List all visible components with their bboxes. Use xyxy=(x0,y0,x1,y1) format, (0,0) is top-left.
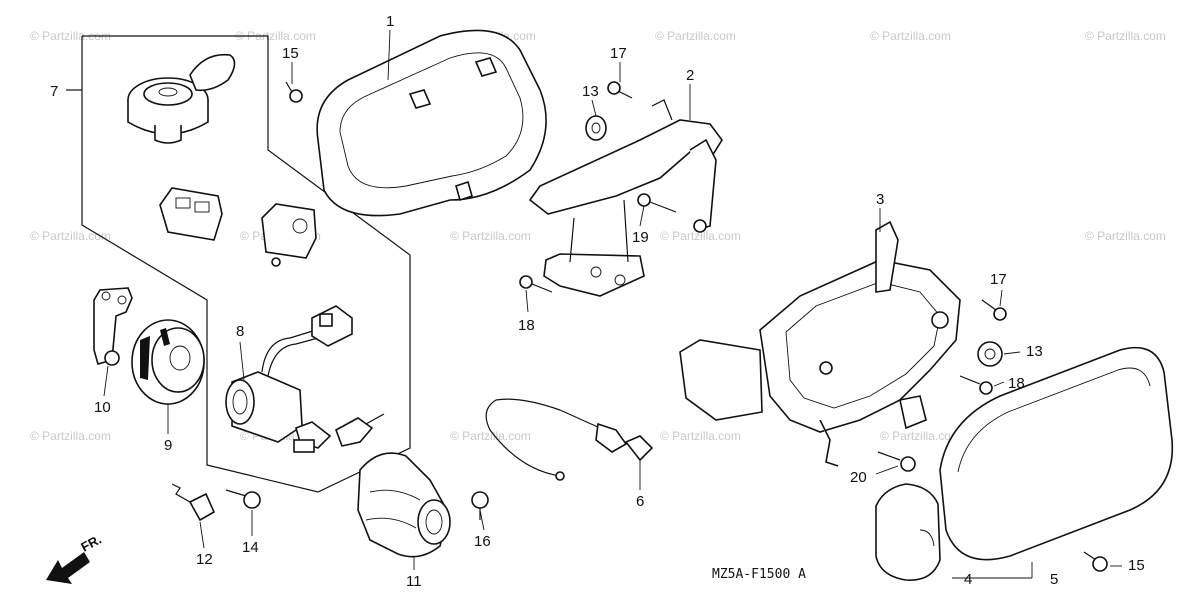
screw-14 xyxy=(225,489,261,509)
callout-19: 19 xyxy=(632,229,649,246)
watermark: © Partzilla.com xyxy=(880,429,961,443)
switch-boot xyxy=(357,452,451,558)
watermark: © Partzilla.com xyxy=(235,29,316,43)
callout-1: 1 xyxy=(386,13,394,30)
watermark: © Partzilla.com xyxy=(30,429,111,443)
seat-lock-cable xyxy=(485,398,654,481)
callout-2: 2 xyxy=(686,67,694,84)
watermark: © Partzilla.com xyxy=(450,229,531,243)
bolt-16 xyxy=(471,491,489,520)
side-cover xyxy=(939,346,1174,561)
callout-13-right: 13 xyxy=(1026,343,1043,360)
inner-cover-bracket xyxy=(679,220,961,467)
bolt-18-right xyxy=(959,375,993,395)
callout-4: 4 xyxy=(964,571,972,588)
seat-lock-assembly xyxy=(225,305,385,453)
watermark: © Partzilla.com xyxy=(30,29,111,43)
key-blank xyxy=(171,483,216,522)
leader-lines xyxy=(103,29,1122,579)
switch-insulator-block xyxy=(159,187,223,241)
grommet-13-right xyxy=(977,341,1003,367)
front-arrow-icon xyxy=(46,552,90,584)
callout-13-left: 13 xyxy=(582,83,599,100)
callout-15-left: 15 xyxy=(282,45,299,62)
callout-18-right: 18 xyxy=(1008,375,1025,392)
callout-10: 10 xyxy=(94,399,111,416)
callout-9: 9 xyxy=(164,437,172,454)
callout-20: 20 xyxy=(850,469,867,486)
side-cover-frame xyxy=(316,29,547,217)
callout-14: 14 xyxy=(242,539,259,556)
watermark: © Partzilla.com xyxy=(655,29,736,43)
callout-3: 3 xyxy=(876,191,884,208)
bolt-20 xyxy=(877,451,916,472)
stay-bracket xyxy=(528,99,723,297)
bolt-18-left xyxy=(519,275,553,293)
callout-8: 8 xyxy=(236,323,244,340)
callout-17-left: 17 xyxy=(610,45,627,62)
drawing-code: MZ5A-F1500 A xyxy=(712,567,806,582)
switch-contact-block xyxy=(261,203,317,267)
callout-11: 11 xyxy=(406,573,422,590)
bolt-15-right xyxy=(1083,551,1108,572)
lock-plate xyxy=(93,287,133,366)
watermark: © Partzilla.com xyxy=(1085,229,1166,243)
watermark: © Partzilla.com xyxy=(450,429,531,443)
watermark: © Partzilla.com xyxy=(30,229,111,243)
front-direction-indicator: FR. xyxy=(46,532,104,584)
watermark: © Partzilla.com xyxy=(660,429,741,443)
callout-7: 7 xyxy=(50,83,58,100)
watermark: © Partzilla.com xyxy=(870,29,951,43)
switch-cover-cap xyxy=(127,53,236,144)
callout-17-right: 17 xyxy=(990,271,1007,288)
grommet-13-left xyxy=(585,115,607,141)
callout-6: 6 xyxy=(636,493,644,510)
side-cover-pad xyxy=(875,483,941,581)
callout-16: 16 xyxy=(474,533,491,550)
callout-labels: 1 2 3 4 5 6 7 8 9 10 11 12 13 13 14 15 1… xyxy=(50,13,1145,590)
callout-15-right: 15 xyxy=(1128,557,1145,574)
watermark: © Partzilla.com xyxy=(660,229,741,243)
callout-18-left: 18 xyxy=(518,317,535,334)
bolt-15-left xyxy=(285,81,303,103)
callout-5: 5 xyxy=(1050,571,1058,588)
fr-label: FR. xyxy=(78,532,104,555)
watermark: © Partzilla.com xyxy=(1085,29,1166,43)
bolt-17-right xyxy=(981,299,1007,321)
bolt-17-left xyxy=(607,81,633,99)
switch-rotor xyxy=(131,319,205,405)
callout-12: 12 xyxy=(196,551,213,568)
